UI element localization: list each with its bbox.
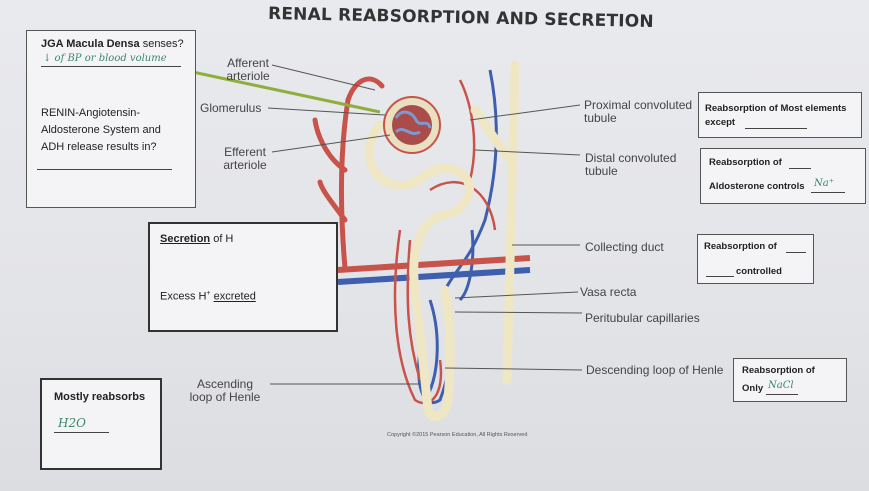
jga-answer-line (41, 66, 181, 67)
label-ascending-loop: Ascending loop of Henle (189, 377, 261, 404)
jga-answer: ↓ of BP or blood volume (43, 53, 167, 64)
most-elements-box: Reabsorption of Most elements except (698, 92, 862, 138)
leader-lines (267, 64, 583, 385)
copyright-notice: Copyright ©2015 Pearson Education, All R… (387, 432, 528, 438)
nacl-box: Reabsorption of Only NaCl (733, 358, 847, 402)
aldosterone-blank2 (811, 192, 845, 193)
label-vasa-recta: Vasa recta (580, 285, 637, 299)
renal-vein (337, 267, 531, 285)
nacl-line2: Only (742, 383, 764, 394)
secretion-excess: Excess H+ excreted (160, 290, 256, 303)
aldosterone-blank1 (789, 168, 811, 169)
label-descending-loop: Descending loop of Henle (586, 363, 724, 377)
mostly-reabsorbs-box: Mostly reabsorbs H2O (40, 378, 162, 470)
controlled-line2: controlled (736, 266, 782, 277)
most-elements-line1: Reabsorption of Most elements (705, 103, 847, 114)
controlled-blank2 (706, 276, 734, 277)
aldosterone-line2: Aldosterone controls (709, 181, 805, 192)
label-proximal-tubule: Proximal convoluted tubule (584, 98, 693, 125)
nephron-tubule (364, 60, 520, 421)
label-peritubular-capillaries: Peritubular capillaries (585, 311, 700, 325)
secretion-heading: Secretion of H (160, 233, 234, 245)
nacl-answer: NaCl (768, 380, 794, 391)
most-elements-line2: except (705, 117, 736, 128)
arterial-branches (312, 76, 385, 271)
renin-answer-line (37, 169, 172, 170)
jga-question: JGA Macula Densa senses? (41, 38, 184, 50)
macula-densa-pointer (159, 63, 381, 114)
label-efferent-arteriole: Efferent arteriole (223, 145, 267, 172)
secretion-box: Secretion of H Excess H+ excreted (148, 222, 338, 332)
label-afferent-arteriole: Afferent arteriole (226, 56, 270, 83)
mostly-answer: H2O (58, 416, 86, 430)
mostly-answer-line (54, 432, 109, 433)
jga-question-box: JGA Macula Densa senses? ↓ of BP or bloo… (26, 30, 196, 208)
nacl-line1: Reabsorption of (742, 365, 815, 376)
most-elements-blank (745, 128, 807, 129)
glomerulus-capsule (383, 96, 441, 154)
controlled-line1: Reabsorption of (704, 241, 777, 252)
nacl-blank (766, 394, 798, 395)
renal-artery (337, 255, 531, 273)
controlled-box: Reabsorption of controlled (697, 234, 814, 284)
aldosterone-answer: Na⁺ (814, 178, 834, 189)
label-glomerulus: Glomerulus (200, 101, 262, 115)
label-collecting-duct: Collecting duct (585, 240, 664, 254)
mostly-heading: Mostly reabsorbs (54, 391, 146, 403)
renin-question: RENIN-Angiotensin- Aldosterone System an… (41, 107, 161, 153)
label-distal-tubule: Distal convoluted tubule (585, 151, 677, 178)
aldosterone-box: Reabsorption of Aldosterone controls Na⁺ (700, 148, 866, 204)
aldosterone-line1: Reabsorption of (709, 157, 782, 168)
controlled-blank1 (786, 252, 806, 253)
